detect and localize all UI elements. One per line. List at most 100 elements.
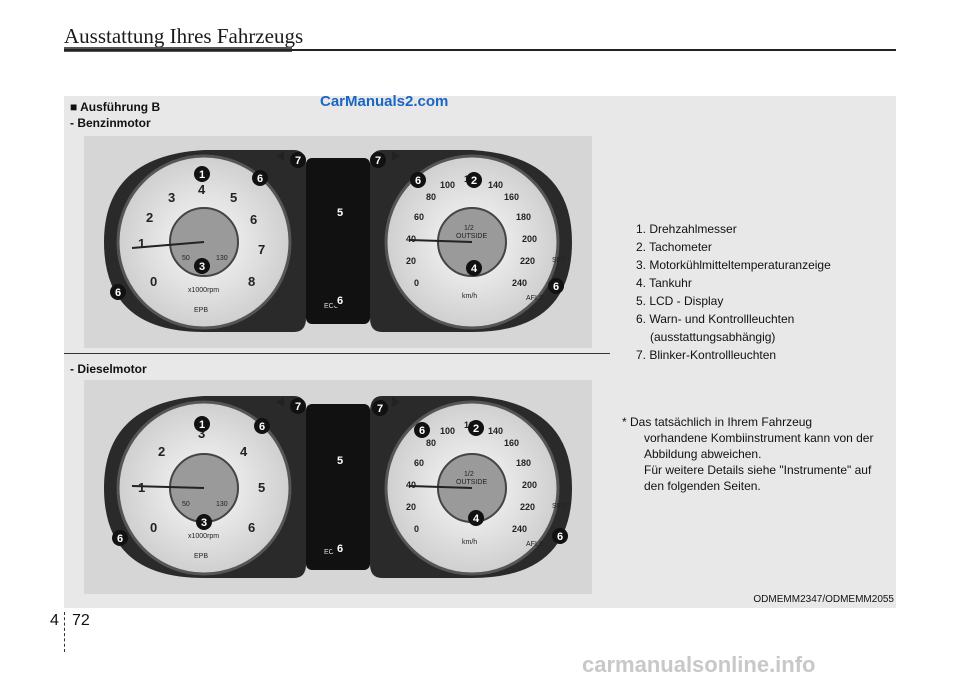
diesel-cluster-svg: 0 1 2 3 4 5 6 0 20 40 60 80 100 120 140 … bbox=[104, 396, 572, 578]
epb-label: EPB bbox=[194, 553, 208, 560]
afls-label: AFLS bbox=[526, 295, 544, 302]
legend-item: 7. Blinker-Kontrollleuchten bbox=[636, 348, 777, 362]
speed-number: 100 bbox=[440, 426, 455, 436]
tach-number: 4 bbox=[198, 182, 206, 197]
tach-number: 3 bbox=[168, 190, 175, 205]
fuel-half-label: 1/2 bbox=[464, 225, 474, 232]
temp-low-label: 50 bbox=[182, 501, 190, 508]
footnote-line: * Das tatsächlich in Ihrem Fahrzeug bbox=[622, 415, 813, 429]
tach-number: 5 bbox=[258, 480, 265, 495]
watermark-link[interactable]: CarManuals2.com bbox=[320, 93, 449, 110]
title-rule bbox=[64, 49, 896, 51]
callout-7: 7 bbox=[295, 155, 301, 167]
speed-unit: km/h bbox=[462, 539, 477, 546]
speed-number: 180 bbox=[516, 212, 531, 222]
speed-number: 60 bbox=[414, 212, 424, 222]
callout-7: 7 bbox=[375, 155, 381, 167]
callout-1: 1 bbox=[199, 419, 205, 431]
lcd-display bbox=[306, 404, 370, 570]
tach-number: 6 bbox=[250, 212, 257, 227]
fuel-half-label: 1/2 bbox=[464, 471, 474, 478]
tach-number: 5 bbox=[230, 190, 237, 205]
speed-number: 100 bbox=[440, 180, 455, 190]
lcd-display bbox=[306, 158, 370, 324]
tach-number: 1 bbox=[138, 236, 145, 251]
callout-6: 6 bbox=[337, 295, 343, 307]
page-number: 72 bbox=[72, 612, 90, 629]
callout-6: 6 bbox=[415, 175, 421, 187]
speed-number: 220 bbox=[520, 256, 535, 266]
legend-item: 3. Motorkühlmitteltemperaturanzeige bbox=[636, 258, 831, 272]
petrol-label: - Benzinmotor bbox=[70, 116, 151, 130]
temp-high-label: 130 bbox=[216, 501, 228, 508]
tach-unit: x1000rpm bbox=[188, 533, 219, 540]
tach-number: 6 bbox=[248, 520, 255, 535]
speed-needle bbox=[409, 485, 473, 489]
footnote-line: vorhandene Kombiinstrument kann von der bbox=[644, 431, 874, 445]
speed-number: 20 bbox=[406, 256, 416, 266]
petrol-cluster-image: 0 1 2 3 4 5 6 7 8 0 20 40 60 80 100 120 … bbox=[84, 136, 592, 348]
eco-label: ECO bbox=[324, 549, 340, 556]
set-label: SET bbox=[552, 257, 566, 264]
callout-6: 6 bbox=[553, 281, 559, 293]
speed-number: 160 bbox=[504, 438, 519, 448]
callout-2: 2 bbox=[471, 175, 477, 187]
legend-item: 6. Warn- und Kontrollleuchten bbox=[636, 312, 795, 326]
speed-number: 160 bbox=[504, 192, 519, 202]
footer-watermark: carmanualsonline.info bbox=[582, 652, 816, 677]
tach-needle bbox=[131, 241, 205, 249]
callout-6: 6 bbox=[557, 531, 563, 543]
speed-number: 220 bbox=[520, 502, 535, 512]
legend-item: 2. Tachometer bbox=[636, 240, 712, 254]
speed-number: 80 bbox=[426, 438, 436, 448]
speed-number: 200 bbox=[522, 234, 537, 244]
callout-6: 6 bbox=[257, 173, 263, 185]
speed-needle bbox=[409, 239, 473, 243]
legend-item: 1. Drehzahlmesser bbox=[636, 222, 737, 236]
temp-low-label: 50 bbox=[182, 255, 190, 262]
legend-item: 4. Tankuhr bbox=[636, 276, 692, 290]
legend-list: 1. Drehzahlmesser 2. Tachometer 3. Motor… bbox=[636, 220, 831, 364]
eco-label: ECO bbox=[324, 303, 340, 310]
tach-needle bbox=[131, 485, 205, 489]
speed-number: 240 bbox=[512, 278, 527, 288]
turn-right-arrow-icon bbox=[392, 151, 400, 161]
epb-label: EPB bbox=[194, 307, 208, 314]
page-number-rule bbox=[64, 612, 65, 652]
legend-item: 5. LCD - Display bbox=[636, 294, 724, 308]
legend-item-continuation: (ausstattungsabhängig) bbox=[650, 330, 776, 344]
callout-3: 3 bbox=[199, 261, 205, 273]
section-number: 4 bbox=[50, 612, 59, 629]
tach-number: 4 bbox=[240, 444, 248, 459]
turn-left-arrow-icon bbox=[276, 151, 284, 161]
speed-number: 0 bbox=[414, 278, 419, 288]
speed-unit: km/h bbox=[462, 293, 477, 300]
callout-6: 6 bbox=[259, 421, 265, 433]
diesel-label: - Dieselmotor bbox=[70, 362, 147, 376]
tach-unit: x1000rpm bbox=[188, 287, 219, 294]
speed-number: 60 bbox=[414, 458, 424, 468]
callout-5: 5 bbox=[337, 207, 343, 219]
callout-3: 3 bbox=[201, 517, 207, 529]
callout-4: 4 bbox=[473, 513, 480, 525]
speed-number: 180 bbox=[516, 458, 531, 468]
tach-number: 3 bbox=[198, 426, 205, 441]
callout-7: 7 bbox=[295, 401, 301, 413]
section-divider bbox=[64, 353, 610, 354]
page-title: Ausstattung Ihres Fahrzeugs bbox=[64, 24, 304, 48]
speed-number: 200 bbox=[522, 480, 537, 490]
tach-number: 1 bbox=[138, 480, 145, 495]
speed-number: 140 bbox=[488, 426, 503, 436]
callout-6: 6 bbox=[419, 425, 425, 437]
turn-left-arrow-icon bbox=[276, 397, 284, 407]
footnote-line: Abbildung abweichen. bbox=[644, 447, 762, 461]
speed-number: 140 bbox=[488, 180, 503, 190]
speed-number: 40 bbox=[406, 234, 416, 244]
tach-number: 2 bbox=[158, 444, 165, 459]
footnote-line: Für weitere Details siehe "Instrumente" … bbox=[644, 463, 872, 477]
afls-label: AFLS bbox=[526, 541, 544, 548]
outside-label: OUTSIDE bbox=[456, 479, 487, 486]
callout-6: 6 bbox=[115, 287, 121, 299]
callout-5: 5 bbox=[337, 455, 343, 467]
callout-6: 6 bbox=[337, 543, 343, 555]
